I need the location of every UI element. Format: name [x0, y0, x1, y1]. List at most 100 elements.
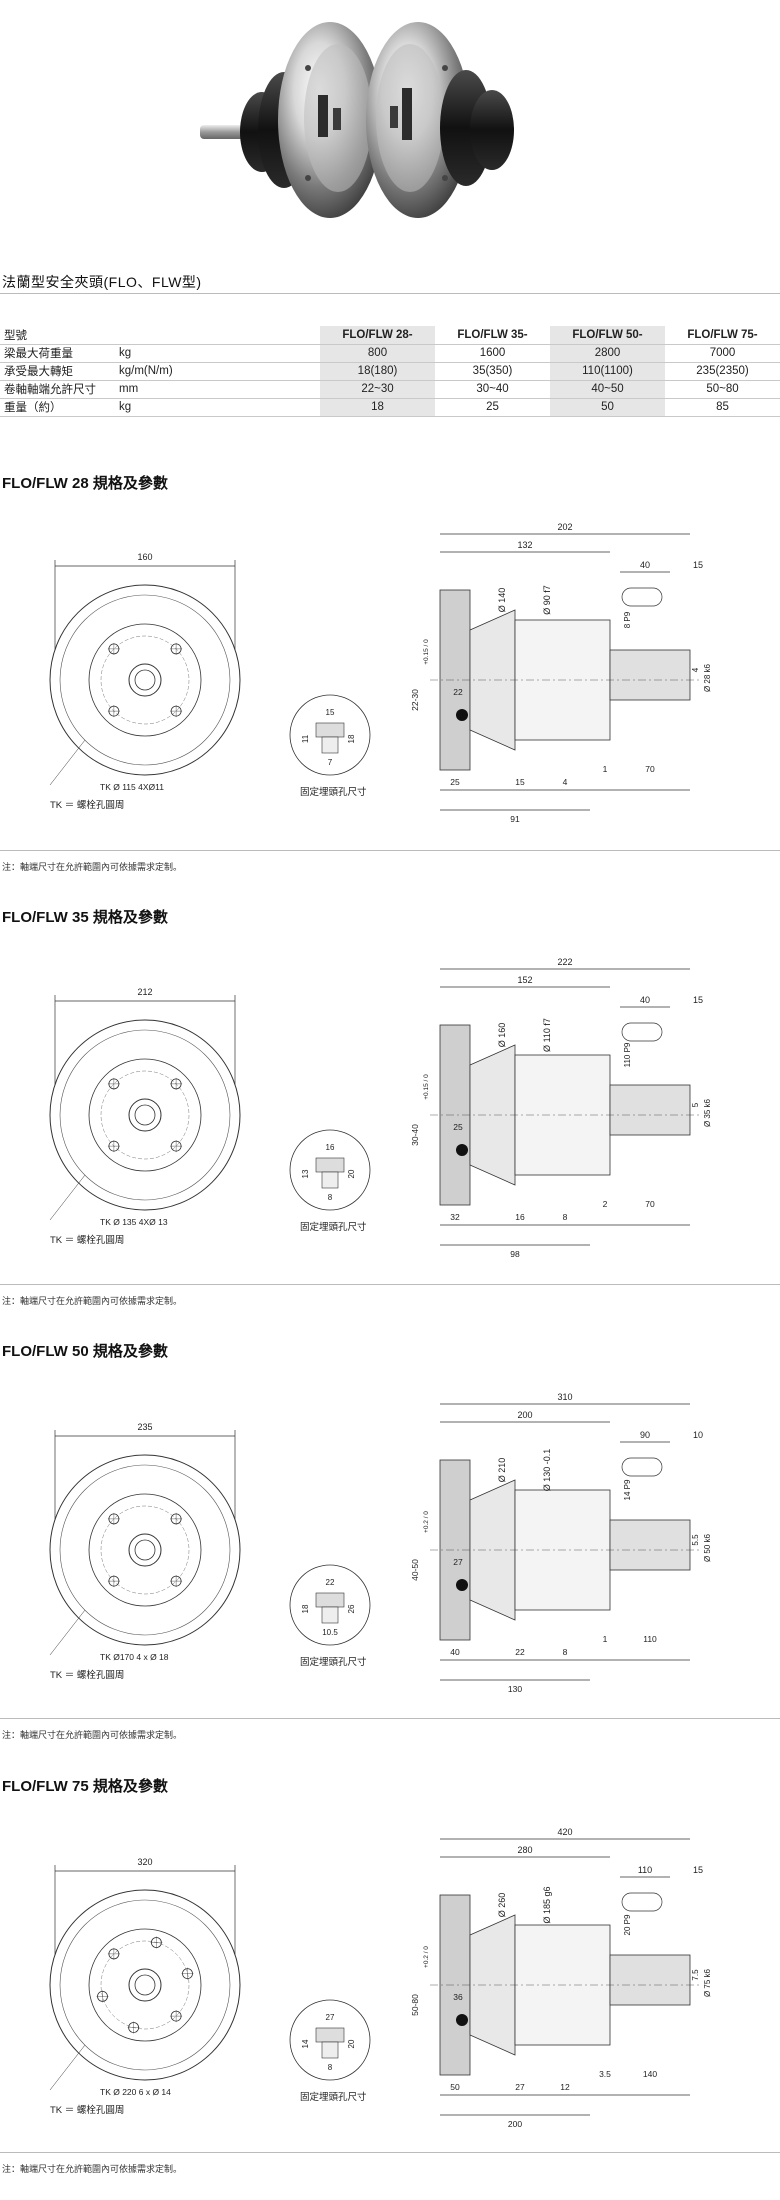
leader-line: [49, 2044, 86, 2091]
dim-bottom-6: 130: [508, 1684, 522, 1694]
dim-bottom-1: 25: [450, 777, 460, 787]
dim-diameter-1: Ø 160: [497, 1023, 507, 1048]
detail-view-circle: [289, 1564, 371, 1646]
spec-row: 承受最大轉矩 kg/m(N/m) 18(180) 35(350) 110(110…: [0, 362, 780, 381]
spec-row-label: 承受最大轉矩: [0, 362, 115, 381]
dim-bottom-1: 32: [450, 1212, 460, 1222]
dimension-label: 212: [137, 987, 152, 997]
cone-section: [469, 609, 516, 751]
countersink-shank: [321, 1606, 339, 1624]
product-photo: [200, 22, 514, 218]
detail-caption: 固定埋頭孔尺寸: [300, 2091, 367, 2103]
dim-bottom-5: 70: [645, 764, 655, 774]
spec-cell: 800: [320, 344, 435, 363]
tk-label: TK Ø 135 4XØ 13: [100, 1217, 168, 1227]
keyway-slot: [621, 1457, 663, 1477]
keyway-slot: [621, 1892, 663, 1912]
section-divider: [0, 850, 780, 851]
center-bore: [128, 663, 162, 697]
detail-view-circle: [289, 694, 371, 776]
dim-key-width: 20 P9: [623, 1914, 632, 1935]
tk-legend: TK ＝ 螺栓孔圓周: [50, 2104, 124, 2116]
dim-key-depth: 5.5: [691, 1534, 700, 1546]
dim-end: 15: [693, 1865, 703, 1875]
dim-key-width: 110 P9: [623, 1042, 632, 1067]
dim-bottom-1: 40: [450, 1647, 460, 1657]
detail-dim-right: 26: [347, 1604, 356, 1613]
dim-overall: 310: [557, 1392, 572, 1402]
tk-legend: TK ＝ 螺栓孔圓周: [50, 1234, 124, 1246]
dim-key-depth: 4: [691, 667, 700, 672]
bearing-ball: [456, 1144, 468, 1156]
section-divider: [0, 1718, 780, 1719]
countersink-shank: [321, 1171, 339, 1189]
left-chuck: [200, 22, 382, 218]
dim-diameter-1: Ø 260: [497, 1893, 507, 1918]
dim-bore: 40-50: [410, 1559, 420, 1581]
center-bore-inner: [134, 1104, 156, 1126]
detail-dim-right: 18: [347, 734, 356, 743]
dim-key-width: 14 P9: [623, 1479, 632, 1500]
detail-dim-bottom: 7: [328, 758, 333, 767]
center-bore-inner: [134, 669, 156, 691]
spec-cell: 25: [435, 398, 550, 417]
dim-bottom-3: 8: [563, 1212, 568, 1222]
dim-key-depth: 7.5: [691, 1969, 700, 1981]
flange-outline: [49, 1019, 241, 1211]
tk-circle: [100, 635, 190, 725]
spec-cell: 235(2350): [665, 362, 780, 381]
spec-cell: 50~80: [665, 380, 780, 399]
dim-bottom-4: 1: [603, 764, 608, 774]
spec-row: 重量（約） kg 18 25 50 85: [0, 398, 780, 417]
spec-cell: 50: [550, 398, 665, 417]
dim-key-depth: 5: [691, 1102, 700, 1107]
spec-table: 型號 FLO/FLW 28- FLO/FLW 35- FLO/FLW 50- F…: [0, 326, 780, 417]
dim-bore-tolerance: +0.2 / 0: [423, 1511, 430, 1533]
spec-row-unit: kg: [115, 344, 320, 363]
dim-end: 10: [693, 1430, 703, 1440]
leader-line: [49, 739, 86, 786]
dim-bottom-2: 16: [515, 1212, 525, 1222]
dim-diameter-1: Ø 210: [497, 1458, 507, 1483]
dim-bore-width: 22: [453, 687, 463, 697]
flange-outline: [49, 1889, 241, 2081]
spec-row-label: 重量（約）: [0, 398, 115, 417]
spec-row-label: 梁最大荷重量: [0, 344, 115, 363]
dim-bottom-1: 50: [450, 2082, 460, 2092]
dim-body: 152: [517, 975, 532, 985]
dim-bore: 30-40: [410, 1124, 420, 1146]
dim-bottom-5: 110: [643, 1634, 657, 1644]
hub-outline: [88, 1493, 202, 1607]
countersink-head: [315, 1592, 345, 1608]
countersink-head: [315, 2027, 345, 2043]
dimension-label: 235: [137, 1422, 152, 1432]
detail-caption: 固定埋頭孔尺寸: [300, 786, 367, 798]
dim-bottom-4: 2: [603, 1199, 608, 1209]
flange-inner-ring: [59, 594, 231, 766]
dim-key-length: 40: [640, 995, 650, 1005]
center-bore-inner: [134, 1974, 156, 1996]
spec-cell: 85: [665, 398, 780, 417]
cone-section: [469, 1914, 516, 2056]
spec-cell: 35(350): [435, 362, 550, 381]
dim-body: 132: [517, 540, 532, 550]
tk-circle: [100, 1505, 190, 1595]
dim-bore-width: 25: [453, 1122, 463, 1132]
dim-bottom-3: 12: [560, 2082, 570, 2092]
countersink-head: [315, 722, 345, 738]
spec-cell: 110(1100): [550, 362, 665, 381]
spec-row-unit: kg: [115, 398, 320, 417]
center-bore: [128, 1968, 162, 2002]
spec-row-unit: mm: [115, 380, 320, 399]
dim-shaft: Ø 50 k6: [703, 1533, 712, 1562]
dim-bottom-5: 140: [643, 2069, 657, 2079]
dim-end: 15: [693, 560, 703, 570]
spec-header-col: FLO/FLW 50-: [550, 326, 665, 345]
dim-body: 280: [517, 1845, 532, 1855]
detail-dim-left: 18: [301, 1604, 310, 1613]
dim-body: 200: [517, 1410, 532, 1420]
spec-cell: 2800: [550, 344, 665, 363]
dim-shaft: Ø 35 k6: [703, 1098, 712, 1127]
dim-bore: 50-80: [410, 1994, 420, 2016]
